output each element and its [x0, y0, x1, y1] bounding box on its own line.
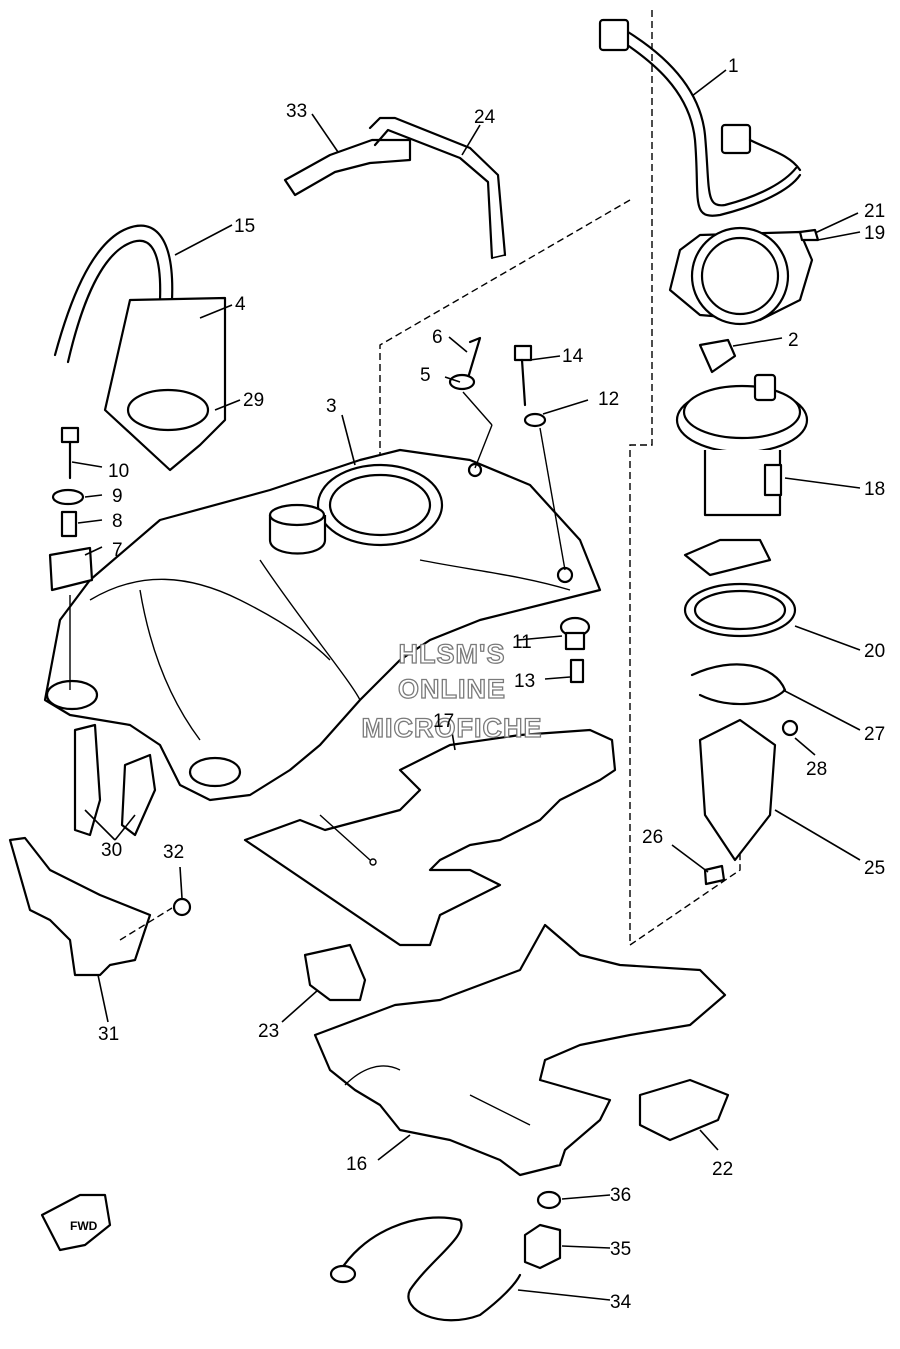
watermark-line-2: ONLINE [398, 674, 506, 704]
callout-12: 12 [598, 389, 619, 410]
watermark-line-1: HLSM'S [399, 639, 506, 669]
part-3-fuel-tank [43, 448, 602, 802]
part-1-wire-harness [598, 18, 802, 217]
callout-21: 21 [864, 201, 885, 222]
callout-35: 35 [610, 1239, 631, 1260]
callout-13: 13 [514, 671, 535, 692]
callout-2: 2 [788, 330, 799, 351]
callout-34: 34 [610, 1292, 632, 1313]
part-23-relay [303, 943, 367, 1002]
callout-32: 32 [163, 842, 184, 863]
callout-30: 30 [101, 840, 122, 861]
part-15-vent-hose [53, 224, 174, 364]
callout-8: 8 [112, 511, 123, 532]
watermark: HLSM'S ONLINE MICROFICHE [361, 638, 543, 743]
fastener-stack-left [48, 426, 94, 690]
callout-6: 6 [432, 327, 443, 348]
part-30-protectors [73, 723, 157, 837]
callout-7: 7 [112, 540, 123, 561]
callout-31: 31 [98, 1024, 119, 1045]
callout-27: 27 [864, 724, 885, 745]
callout-15: 15 [234, 216, 255, 237]
fuel-pump-assembly [668, 226, 820, 886]
fwd-direction-badge: FWD [40, 1193, 112, 1252]
callout-numbers: 1 2 3 4 5 6 7 8 9 10 11 12 13 14 15 16 1… [98, 56, 885, 1313]
callout-11: 11 [512, 632, 532, 653]
callout-22: 22 [712, 1159, 733, 1180]
part-17-heat-shield [243, 728, 617, 947]
callout-36: 36 [610, 1185, 631, 1206]
callout-26: 26 [642, 827, 663, 848]
callout-10: 10 [108, 461, 129, 482]
leader-lines [71, 69, 861, 1301]
part-31-side-cover [8, 836, 173, 977]
callout-23: 23 [258, 1021, 279, 1042]
callout-5: 5 [420, 365, 431, 386]
callout-20: 20 [864, 641, 885, 662]
part-16-bracket-tray [313, 923, 727, 1177]
callout-17: 17 [433, 711, 454, 732]
callout-4: 4 [235, 294, 246, 315]
callout-9: 9 [112, 486, 123, 507]
callout-25: 25 [864, 858, 885, 879]
callout-28: 28 [806, 759, 827, 780]
callout-1: 1 [728, 56, 739, 77]
callout-14: 14 [562, 346, 584, 367]
callout-3: 3 [326, 396, 337, 417]
drain-parts [329, 1190, 562, 1322]
callout-33: 33 [286, 101, 307, 122]
callout-24: 24 [474, 107, 496, 128]
callout-16: 16 [346, 1154, 367, 1175]
callout-18: 18 [864, 479, 885, 500]
part-33-24-hoses [283, 116, 507, 260]
assembly-frame [379, 10, 741, 947]
fastener-group-right [448, 336, 591, 684]
part-32-clip [172, 897, 192, 917]
part-22-relay [638, 1078, 730, 1142]
fwd-label: FWD [70, 1219, 98, 1233]
part-29-cover-plate [103, 296, 227, 472]
callout-29: 29 [243, 390, 264, 411]
watermark-line-3: MICROFICHE [362, 713, 543, 743]
callout-19: 19 [864, 223, 885, 244]
